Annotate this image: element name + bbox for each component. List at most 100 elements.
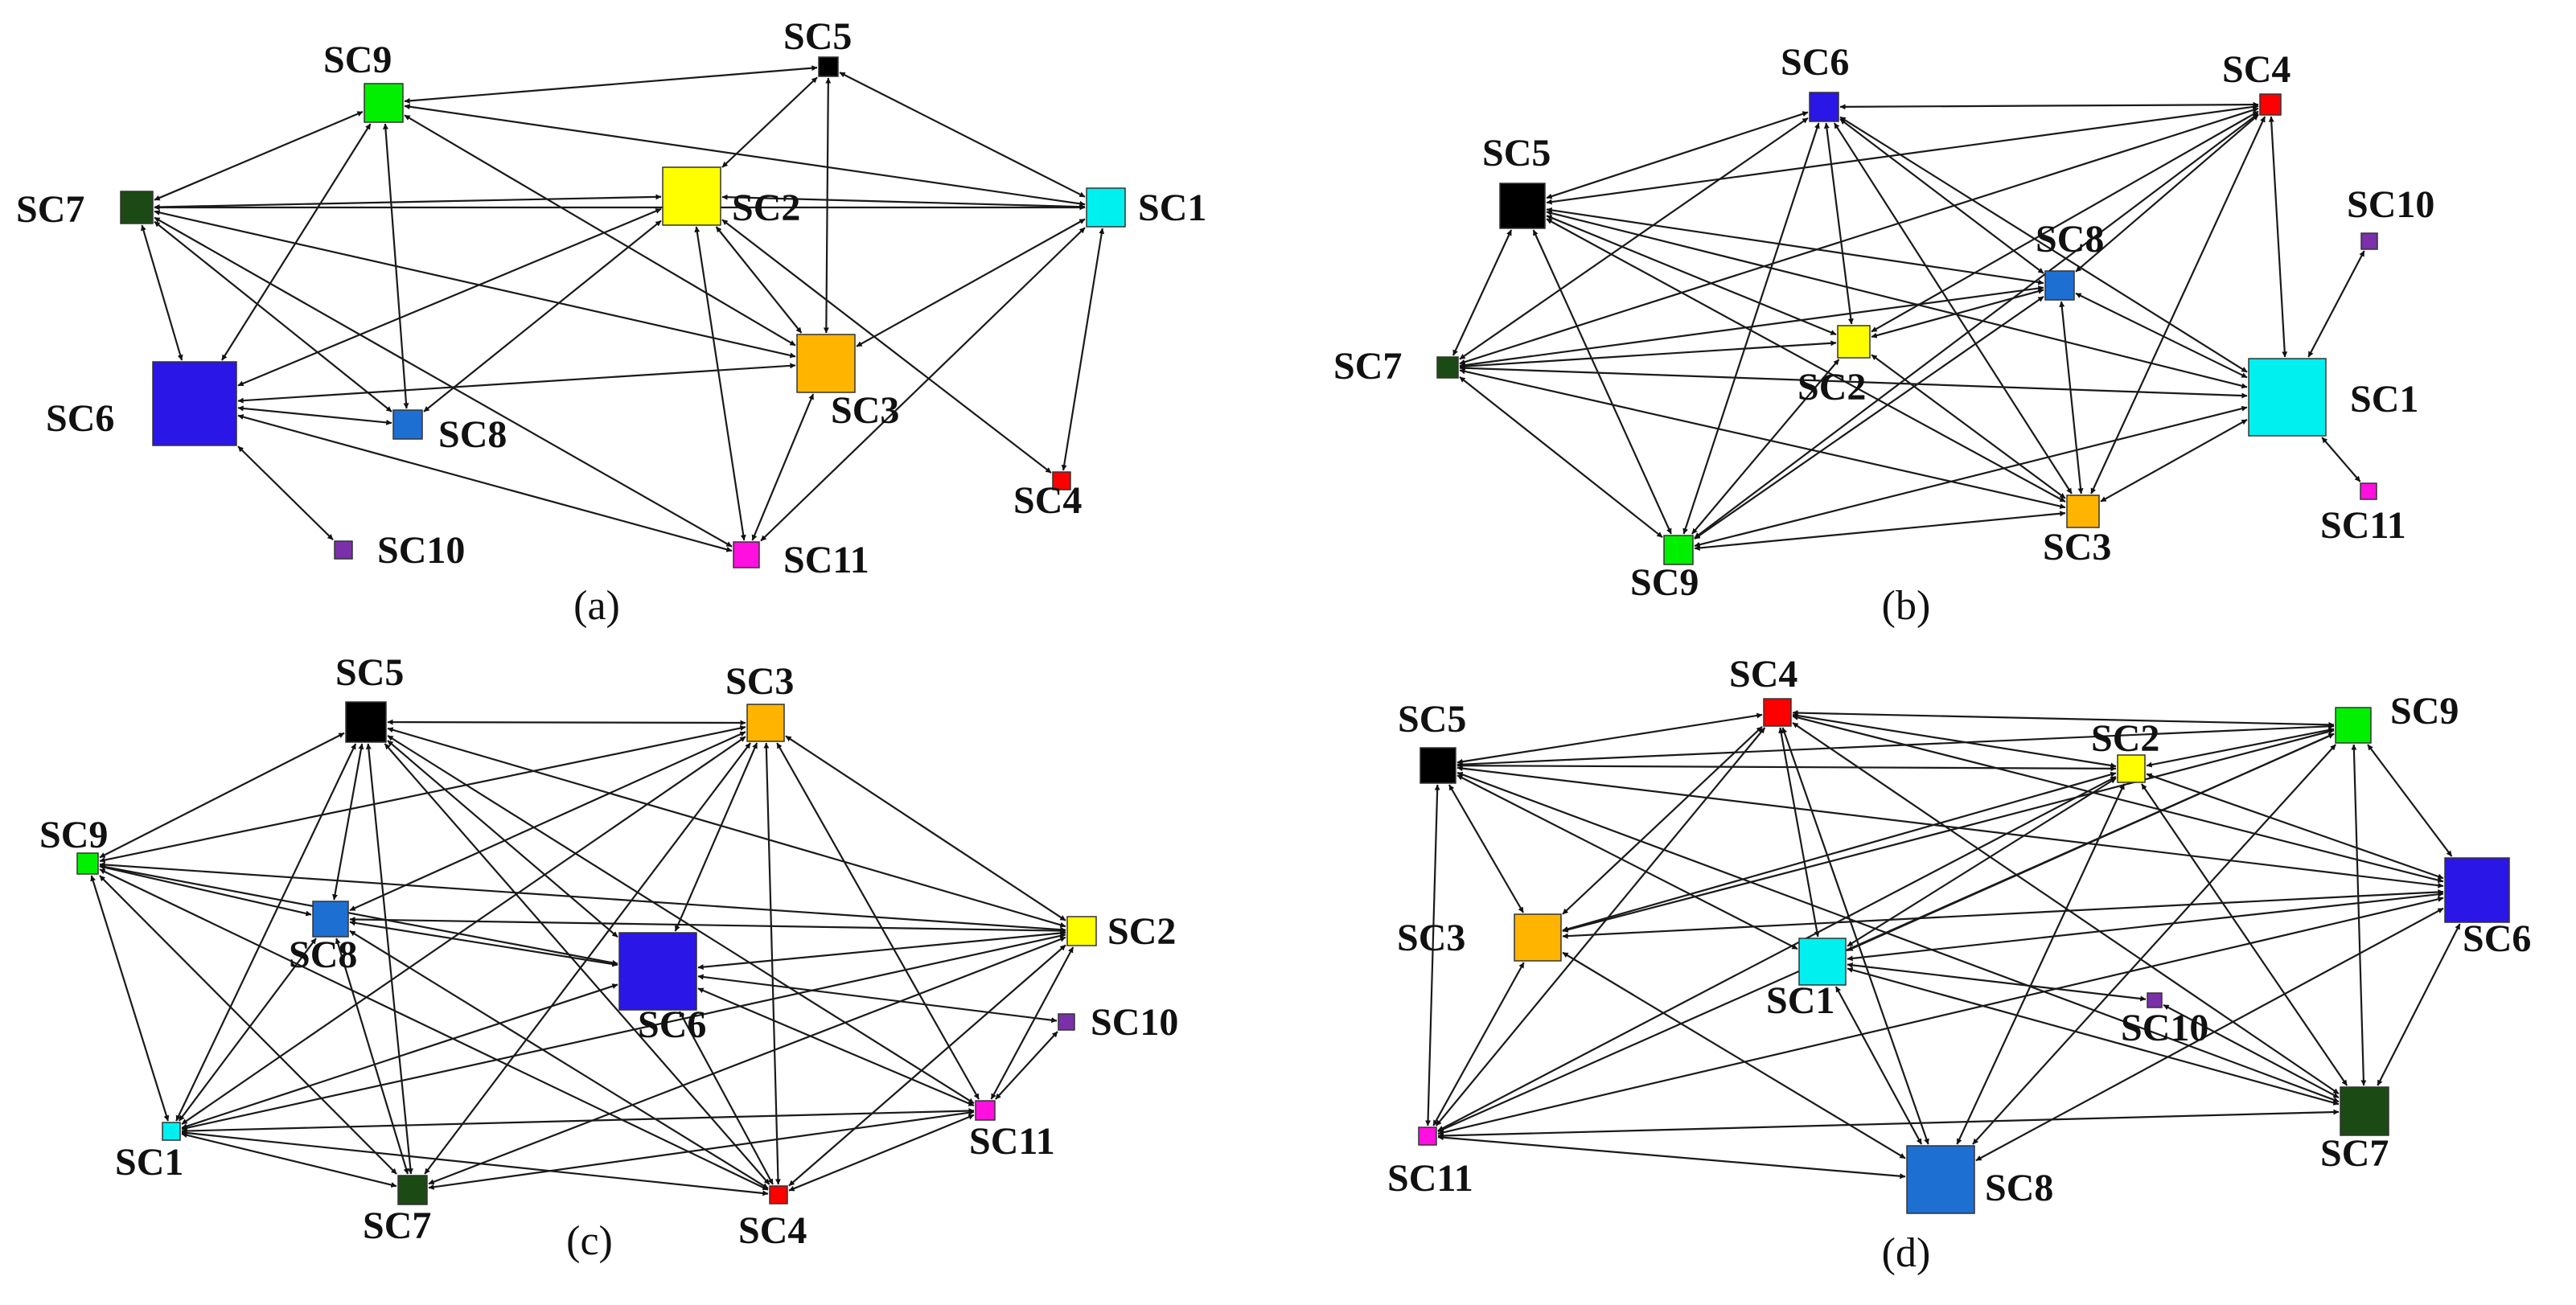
edges bbox=[141, 65, 1105, 552]
edge-sc6-sc11 bbox=[1437, 896, 2444, 1135]
node-label: SC6 bbox=[2463, 917, 2531, 960]
edge-sc2-sc3 bbox=[715, 226, 803, 334]
node-label: SC2 bbox=[1107, 910, 1176, 953]
edge-sc5-sc9 bbox=[99, 732, 345, 859]
edge-sc2-sc11 bbox=[694, 226, 746, 541]
node-label: SC4 bbox=[1013, 479, 1082, 522]
edge-sc5-sc7 bbox=[365, 743, 413, 1175]
edge-sc3-sc6 bbox=[674, 742, 758, 932]
node-sc9: SC9 bbox=[323, 39, 404, 123]
node-sc2: SC2 bbox=[1066, 910, 1176, 953]
edges bbox=[90, 719, 1074, 1196]
node-label: SC10 bbox=[1091, 1001, 1178, 1044]
node-box bbox=[2444, 857, 2510, 923]
node-label: SC8 bbox=[1985, 1167, 2053, 1209]
node-sc4: SC4 bbox=[738, 1185, 807, 1252]
edge-sc3-sc11 bbox=[1432, 962, 1525, 1126]
node-box bbox=[618, 932, 697, 1011]
edge-sc4-sc5 bbox=[1456, 712, 1763, 765]
edge-sc9-sc8 bbox=[382, 123, 409, 409]
node-box bbox=[1837, 325, 1871, 359]
node-box bbox=[1763, 698, 1792, 727]
edge-sc4-sc8 bbox=[1781, 727, 1929, 1145]
node-box bbox=[152, 361, 237, 446]
node-box bbox=[364, 83, 404, 123]
node-box bbox=[1052, 471, 1071, 490]
node-box bbox=[1066, 916, 1097, 946]
edge-sc9-sc1 bbox=[90, 875, 170, 1122]
node-label: SC5 bbox=[1398, 698, 1466, 741]
edge-sc3-sc9 bbox=[99, 725, 746, 863]
node-sc2: SC2 bbox=[1797, 325, 1871, 408]
edge-sc6-sc10 bbox=[237, 445, 334, 540]
node-box bbox=[818, 56, 839, 77]
edge-sc6-sc7 bbox=[2377, 923, 2461, 1086]
node-label: SC9 bbox=[1630, 561, 1699, 604]
node-sc3: SC3 bbox=[725, 660, 794, 742]
edge-sc8-sc1 bbox=[2075, 292, 2248, 379]
node-box bbox=[2147, 992, 2163, 1008]
edge-sc2-sc6 bbox=[697, 930, 1066, 971]
node-box bbox=[162, 1122, 181, 1141]
node-label: SC2 bbox=[732, 187, 800, 229]
edge-sc4-sc11 bbox=[1435, 727, 1766, 1126]
node-box bbox=[2360, 232, 2378, 250]
node-sc6: SC6 bbox=[1781, 41, 1849, 122]
edge-sc4-sc2 bbox=[1792, 712, 2117, 769]
node-label: SC4 bbox=[2222, 48, 2290, 91]
node-sc8: SC8 bbox=[2036, 218, 2104, 301]
edge-sc7-sc9 bbox=[1459, 376, 1663, 539]
node-box bbox=[1809, 92, 1839, 122]
node-sc8: SC8 bbox=[1906, 1145, 2053, 1214]
node-label: SC3 bbox=[725, 660, 794, 703]
edge-sc1-sc10 bbox=[1847, 962, 2147, 1002]
node-sc1: SC1 bbox=[115, 1122, 183, 1184]
edge-sc11-sc10 bbox=[995, 1031, 1058, 1100]
edges bbox=[1425, 710, 2461, 1180]
edge-sc9-sc7 bbox=[2351, 744, 2367, 1086]
edge-sc8-sc2 bbox=[349, 916, 1066, 934]
edge-sc3-sc7 bbox=[154, 210, 796, 359]
node-label: SC5 bbox=[1482, 132, 1551, 174]
node-box bbox=[392, 409, 423, 440]
edge-sc4-sc1 bbox=[2268, 116, 2288, 358]
node-sc5: SC5 bbox=[335, 651, 404, 743]
node-sc6: SC6 bbox=[2444, 857, 2531, 960]
edge-sc6-sc8 bbox=[237, 405, 392, 425]
edge-sc7-sc6 bbox=[141, 224, 183, 361]
panel-caption: (d) bbox=[1882, 1230, 1931, 1276]
node-sc9: SC9 bbox=[1630, 535, 1699, 604]
edge-sc5-sc3 bbox=[1546, 218, 2066, 503]
edge-sc6-sc1 bbox=[1847, 891, 2444, 962]
node-label: SC1 bbox=[1766, 979, 1834, 1022]
node-box bbox=[345, 701, 387, 743]
node-label: SC9 bbox=[39, 814, 108, 856]
edge-sc2-sc8 bbox=[1871, 288, 2044, 339]
node-label: SC4 bbox=[738, 1209, 807, 1252]
node-label: SC11 bbox=[2320, 504, 2406, 547]
node-sc3: SC3 bbox=[2043, 495, 2111, 568]
node-sc7: SC7 bbox=[1333, 345, 1459, 388]
edge-sc6-sc2 bbox=[1823, 122, 1854, 325]
node-sc11: SC11 bbox=[733, 539, 869, 581]
node-box bbox=[2117, 754, 2146, 783]
node-box bbox=[397, 1175, 428, 1205]
edge-sc5-sc2 bbox=[1546, 215, 1837, 335]
edge-sc9-sc6 bbox=[2367, 744, 2453, 857]
edge-sc5-sc1 bbox=[1456, 774, 1798, 950]
edge-sc4-sc5 bbox=[1546, 104, 2259, 205]
node-sc4: SC4 bbox=[1013, 471, 1082, 522]
node-sc5: SC5 bbox=[1398, 698, 1466, 784]
edge-sc5-sc3 bbox=[387, 719, 746, 726]
node-sc10: SC10 bbox=[1058, 1001, 1178, 1044]
node-sc3: SC3 bbox=[1397, 913, 1562, 962]
node-label: SC7 bbox=[16, 188, 84, 231]
node-sc4: SC4 bbox=[1729, 653, 1797, 727]
edge-sc6-sc9 bbox=[1682, 122, 1820, 535]
node-box bbox=[2335, 707, 2372, 744]
node-box bbox=[1418, 1126, 1437, 1146]
edge-sc11-sc4 bbox=[788, 1114, 975, 1192]
